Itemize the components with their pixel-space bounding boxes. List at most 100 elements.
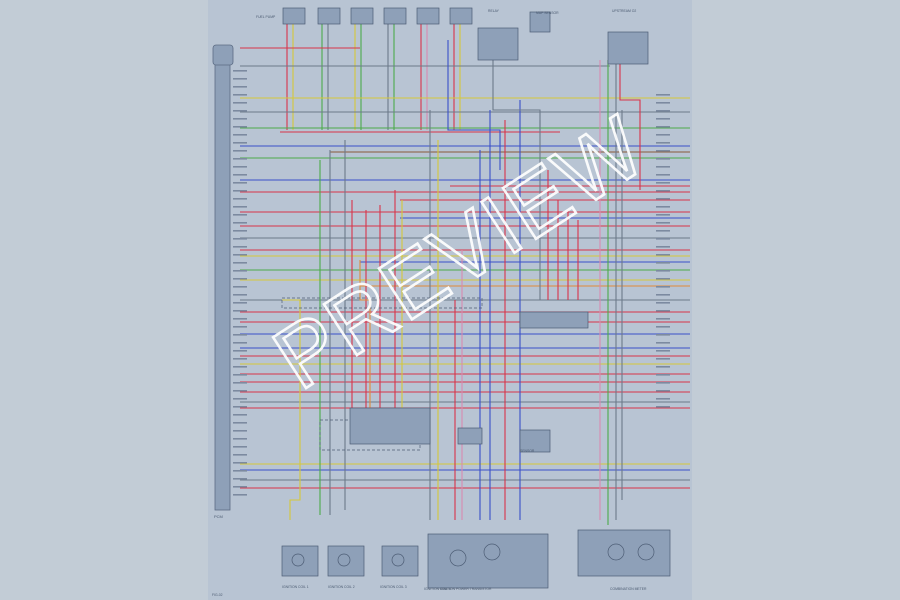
bend-wire	[447, 40, 501, 170]
fuel-pump-label: FUEL PUMP	[256, 15, 276, 19]
top-connector-2	[317, 7, 341, 25]
gauge-symbol	[607, 543, 625, 561]
pcm-pin-label	[233, 254, 247, 256]
pcm-pin-label	[233, 222, 247, 224]
right-pin-label	[656, 150, 670, 152]
pcm-pin-label	[233, 382, 247, 384]
coil-3-label: IGNITION COIL 3	[380, 585, 407, 589]
pcm-pin-label	[233, 278, 247, 280]
pcm-pin-label	[233, 478, 247, 480]
pcm-pin-label	[233, 78, 247, 80]
pcm-pin-label	[233, 190, 247, 192]
right-pin-label	[656, 254, 670, 256]
bend-wire	[359, 260, 371, 420]
power-transistor-label: IGNITION POWER TRANSISTOR	[440, 587, 492, 591]
label-group	[233, 70, 670, 496]
fuse-block	[349, 407, 431, 445]
pcm-pin-label	[233, 358, 247, 360]
pcm-pin-label	[233, 390, 247, 392]
pcm-pin-label	[233, 142, 247, 144]
pcm-pin-label	[233, 182, 247, 184]
ignition-coil-2	[327, 545, 365, 577]
right-pin-label	[656, 118, 670, 120]
pcm-pin-label	[233, 70, 247, 72]
pcm-pin-label	[233, 438, 247, 440]
pcm-pin-label	[233, 174, 247, 176]
right-pin-label	[656, 142, 670, 144]
bend-wire	[619, 60, 641, 190]
pcm-pin-label	[233, 134, 247, 136]
ignition-coil-3	[381, 545, 419, 577]
pcm-pin-label	[233, 294, 247, 296]
pcm-pin-label	[233, 430, 247, 432]
right-pin-label	[656, 350, 670, 352]
right-pin-label	[656, 310, 670, 312]
right-pin-label	[656, 358, 670, 360]
pcm-pin-label	[233, 94, 247, 96]
bend-wire	[282, 299, 301, 520]
pcm-pin-label	[233, 374, 247, 376]
pcm-pin-label	[233, 166, 247, 168]
right-pin-label	[656, 318, 670, 320]
right-pin-label	[656, 174, 670, 176]
pcm-pin-label	[233, 470, 247, 472]
pcm-pin-label	[233, 102, 247, 104]
top-connector-5	[416, 7, 440, 25]
pcm-pin-label	[233, 286, 247, 288]
sensor-switch-box	[519, 429, 551, 453]
right-pin-label	[656, 334, 670, 336]
pcm-pin-label	[233, 310, 247, 312]
page-reference: FIG-02	[212, 593, 223, 597]
pcm-connector-strip	[214, 59, 231, 511]
wire-group	[240, 24, 690, 525]
pcm-pin-label	[233, 126, 247, 128]
pcm-label: PCM	[214, 514, 223, 519]
right-pin-label	[656, 230, 670, 232]
pcm-pin-label	[233, 150, 247, 152]
pcm-pin-label	[233, 342, 247, 344]
right-pin-label	[656, 198, 670, 200]
pcm-pin-label	[233, 110, 247, 112]
pcm-pin-label	[233, 270, 247, 272]
coil-1-symbol	[291, 553, 305, 567]
right-pin-label	[656, 286, 670, 288]
right-pin-label	[656, 110, 670, 112]
combination-meter-label: COMBINATION METER	[610, 587, 647, 591]
right-pin-label	[656, 366, 670, 368]
dashed-group-top	[281, 297, 483, 309]
right-pin-label	[656, 134, 670, 136]
pcm-pin-label	[233, 318, 247, 320]
pcm-pin-label	[233, 398, 247, 400]
right-pin-label	[656, 126, 670, 128]
pcm-pin-label	[233, 422, 247, 424]
right-pin-label	[656, 222, 670, 224]
right-pin-label	[656, 102, 670, 104]
pcm-pin-label	[233, 86, 247, 88]
right-pin-label	[656, 294, 670, 296]
pcm-pin-label	[233, 214, 247, 216]
right-pin-label	[656, 166, 670, 168]
upstream-o2-box	[607, 31, 649, 65]
pcm-pin-label	[233, 230, 247, 232]
splice-block	[519, 311, 589, 329]
right-pin-label	[656, 190, 670, 192]
pcm-pin-label	[233, 158, 247, 160]
top-connector-3	[350, 7, 374, 25]
upstream-o2-label: UPSTREAM O2	[612, 9, 636, 13]
right-pin-label	[656, 262, 670, 264]
right-pin-label	[656, 390, 670, 392]
coil-2-label: IGNITION COIL 2	[328, 585, 355, 589]
right-pin-label	[656, 158, 670, 160]
right-pin-label	[656, 214, 670, 216]
coil-4-label: IGNITION COIL 4	[424, 587, 451, 591]
coil-3-symbol	[391, 553, 405, 567]
pcm-pin-label	[233, 262, 247, 264]
top-connector-6	[449, 7, 473, 25]
ignition-power-transistor	[427, 533, 549, 589]
right-pin-label	[656, 382, 670, 384]
pcm-pin-label	[233, 462, 247, 464]
pcm-pin-label	[233, 454, 247, 456]
pcm-pin-label	[233, 366, 247, 368]
pcm-pin-label	[233, 350, 247, 352]
